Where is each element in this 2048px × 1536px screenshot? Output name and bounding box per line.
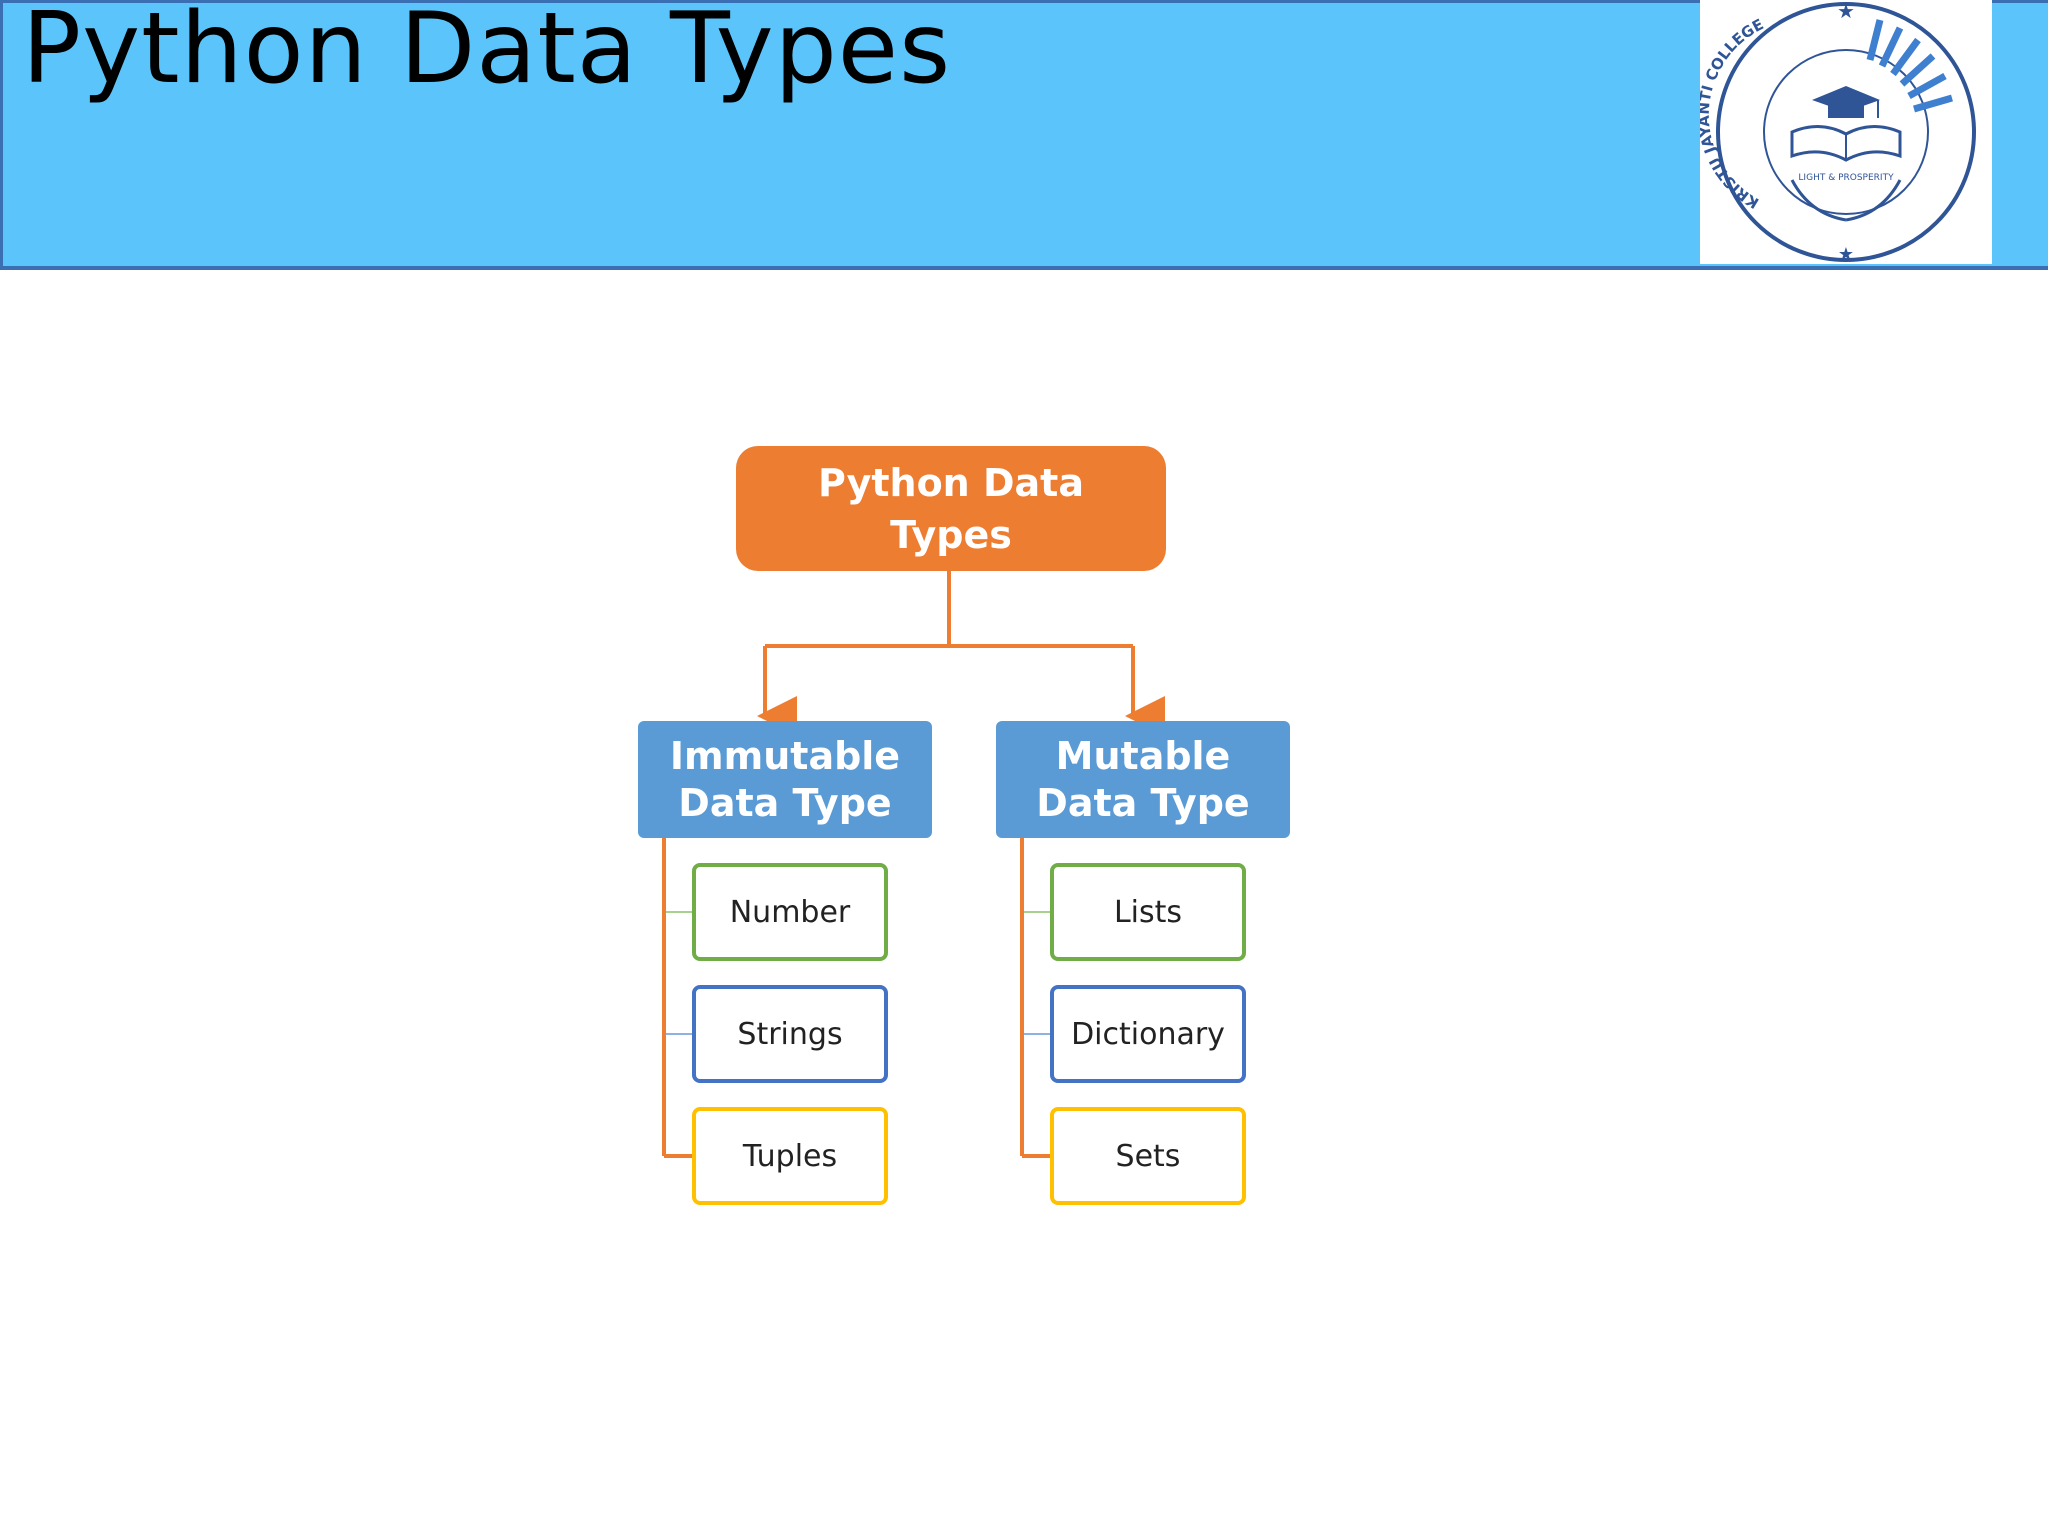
college-logo: LIGHT & PROSPERITY ★ ★ KRISTU JAYANTI CO… — [1700, 0, 1992, 264]
logo-motto: LIGHT & PROSPERITY — [1798, 173, 1894, 183]
immutable-category-node: Immutable Data Type — [638, 721, 932, 838]
slide-title: Python Data Types — [22, 0, 952, 106]
slide-header: Python Data Types — [0, 0, 2048, 270]
leaf-number: Number — [692, 863, 888, 961]
svg-text:★: ★ — [1837, 0, 1855, 23]
leaf-lists: Lists — [1050, 863, 1246, 961]
college-seal-icon: LIGHT & PROSPERITY ★ ★ KRISTU JAYANTI CO… — [1700, 0, 1976, 264]
mutable-category-node: Mutable Data Type — [996, 721, 1290, 838]
leaf-strings: Strings — [692, 985, 888, 1083]
root-node: Python Data Types — [736, 446, 1166, 571]
leaf-sets: Sets — [1050, 1107, 1246, 1205]
leaf-tuples: Tuples — [692, 1107, 888, 1205]
header-border-top — [0, 0, 2048, 3]
leaf-dictionary: Dictionary — [1050, 985, 1246, 1083]
svg-text:★: ★ — [1838, 244, 1854, 264]
header-border-left — [0, 0, 3, 270]
